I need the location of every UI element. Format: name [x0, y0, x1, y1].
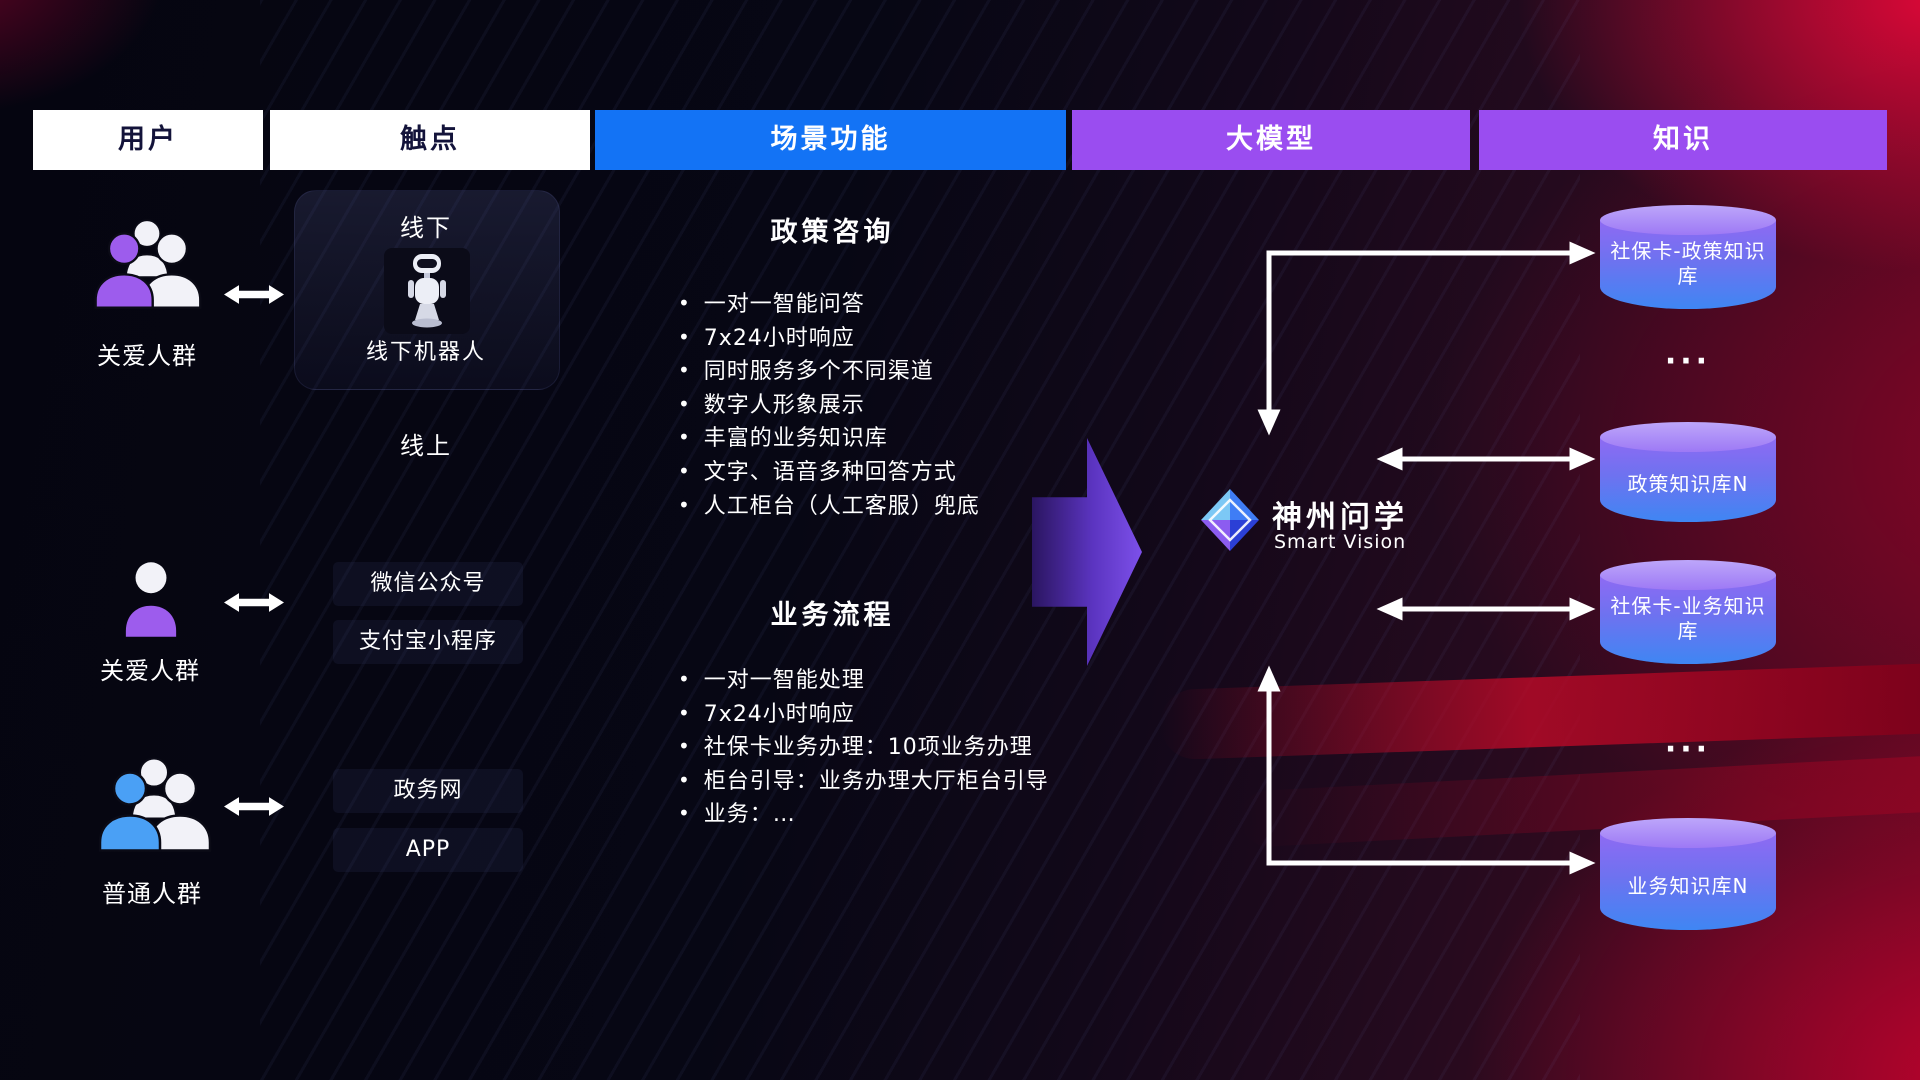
list-item: 社保卡业务办理：10项业务办理 [678, 731, 1158, 765]
list-item: 丰富的业务知识库 [678, 422, 1118, 456]
kb-business-n: 业务知识库N [1600, 818, 1776, 930]
cylinder-cap [1600, 205, 1776, 235]
robot-icon [405, 252, 449, 330]
list-item: 一对一智能处理 [678, 664, 1158, 698]
online-title: 线上 [400, 432, 452, 460]
cylinder-cap [1600, 560, 1776, 590]
list-item: 柜台引导：业务办理大厅柜台引导 [678, 765, 1158, 799]
smart-vision-logo-icon [1196, 486, 1264, 554]
double-arrow-icon [224, 590, 284, 615]
model-subtitle: Smart Vision [1274, 531, 1407, 553]
user-group-icon [88, 212, 206, 312]
kb-label: 政策知识库N [1627, 472, 1749, 496]
cylinder-body [1600, 833, 1776, 930]
offline-robot-label: 线下机器人 [365, 340, 486, 365]
offline-title: 线下 [400, 214, 452, 242]
double-arrow-icon [224, 794, 284, 819]
diagonal-streaks-decoration [260, 0, 1580, 1080]
scenario-title-policy: 政策咨询 [770, 217, 895, 248]
kb-business-shebao: 社保卡-业务知识库 [1600, 560, 1776, 664]
policy-feature-list: 一对一智能问答 7x24小时响应 同时服务多个不同渠道 数字人形象展示 丰富的业… [678, 288, 1118, 523]
offline-panel [294, 190, 560, 390]
kb-label: 社保卡-政策知识库 [1610, 239, 1766, 288]
double-arrow-icon [224, 282, 284, 307]
list-item: 业务：… [678, 798, 1158, 832]
header-col-users: 用户 [33, 110, 263, 170]
scenario-title-business: 业务流程 [770, 600, 895, 631]
kb-label: 业务知识库N [1627, 874, 1749, 898]
list-item: 人工柜台（人工客服）兜底 [678, 490, 1118, 524]
business-feature-list: 一对一智能处理 7x24小时响应 社保卡业务办理：10项业务办理 柜台引导：业务… [678, 664, 1158, 832]
ellipsis-dots: ··· [1664, 732, 1712, 767]
list-item: 同时服务多个不同渠道 [678, 355, 1118, 389]
list-item: 一对一智能问答 [678, 288, 1118, 322]
user-group-label: 普通人群 [102, 880, 202, 908]
cylinder-cap [1600, 818, 1776, 848]
user-group-label: 关爱人群 [97, 342, 197, 370]
channel-alipay: 支付宝小程序 [333, 620, 523, 664]
model-name: 神州问学 [1272, 500, 1408, 535]
header-col-touchpoints: 触点 [270, 110, 590, 170]
channel-gov-web: 政务网 [333, 769, 523, 813]
kb-policy-shebao: 社保卡-政策知识库 [1600, 205, 1776, 309]
kb-label: 社保卡-业务知识库 [1610, 594, 1766, 643]
list-item: 数字人形象展示 [678, 389, 1118, 423]
user-person-icon [122, 550, 180, 648]
user-person-label: 关爱人群 [100, 657, 200, 685]
user-group-icon [92, 750, 216, 855]
list-item: 7x24小时响应 [678, 698, 1158, 732]
kb-policy-n: 政策知识库N [1600, 422, 1776, 522]
list-item: 文字、语音多种回答方式 [678, 456, 1118, 490]
header-col-knowledge: 知识 [1479, 110, 1887, 170]
header-col-model: 大模型 [1072, 110, 1470, 170]
channel-app: APP [333, 828, 523, 872]
channel-wechat: 微信公众号 [333, 562, 523, 606]
header-col-scenarios: 场景功能 [595, 110, 1066, 170]
cylinder-cap [1600, 422, 1776, 452]
ellipsis-dots: ··· [1664, 344, 1712, 379]
list-item: 7x24小时响应 [678, 322, 1118, 356]
